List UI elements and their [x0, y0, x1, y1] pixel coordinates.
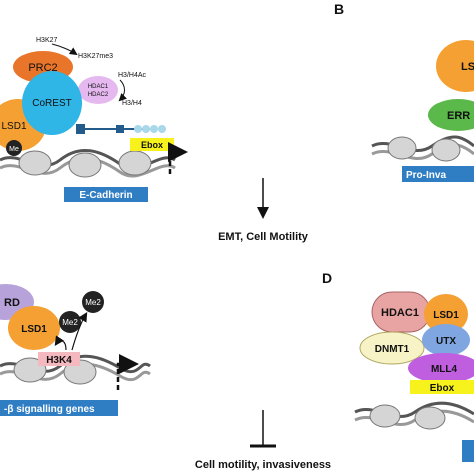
lsd1-label: LSD1 — [1, 121, 26, 132]
me2-mark-bottom — [59, 311, 81, 333]
zinc-finger — [150, 125, 158, 133]
ebox-label: Ebox — [141, 140, 163, 150]
hdac-complex — [78, 76, 118, 104]
mll4-label: MLL4 — [431, 364, 458, 375]
rd-label: RD — [4, 297, 20, 309]
panel-d-letter: D — [322, 270, 332, 286]
snail-box — [116, 125, 124, 133]
lsd1-label: LSD1 — [21, 324, 47, 335]
hdac2-label: HDAC2 — [88, 92, 109, 98]
zinc-finger — [134, 125, 142, 133]
methyl-mark — [6, 140, 22, 156]
lsd1-enzyme — [424, 294, 468, 334]
corest-complex — [22, 71, 82, 135]
err-label: ERR — [447, 110, 470, 122]
utx-label: UTX — [436, 336, 456, 347]
h3k4-box — [38, 352, 80, 366]
zinc-finger — [142, 125, 150, 133]
transcription-start-arrow — [168, 142, 188, 174]
gene-bar-d — [462, 440, 474, 462]
nucleosome — [369, 404, 401, 428]
utx-demethylase — [422, 324, 470, 356]
methylation-arrow — [51, 43, 78, 56]
h3k27me3-label: H3K27me3 — [78, 53, 113, 60]
err-factor — [428, 99, 474, 131]
nucleosome — [68, 152, 102, 178]
h3k4-label: H3K4 — [46, 355, 72, 366]
zinc-finger — [158, 125, 166, 133]
h3k27-label: H3K27 — [36, 37, 58, 44]
transcription-start-arrow — [116, 354, 139, 390]
nucleosome — [387, 136, 417, 160]
deacetylation-arrow — [118, 79, 128, 102]
lsd1-enzyme — [8, 306, 60, 350]
demethylation-arrow — [54, 335, 67, 351]
chromatin-fiber-d — [354, 401, 474, 430]
ebox-label: Ebox — [430, 383, 455, 394]
me2-bottom-label: Me2 — [62, 318, 78, 327]
me2-top-label: Me2 — [85, 298, 101, 307]
snag-domain — [76, 124, 85, 134]
ebox-element — [130, 138, 174, 151]
nucleosome — [118, 150, 152, 176]
me2-mark-top — [82, 291, 104, 313]
pro-invasive-label: Pro-Inva — [406, 170, 446, 181]
mll4-complex — [408, 353, 474, 383]
chromatin-fiber-a — [0, 148, 176, 178]
dnmt1-enzyme — [359, 331, 425, 365]
panel-a: PRC2 H3K27 H3K27me3 HDAC1 HDAC2 H3/H4Ac … — [0, 37, 188, 202]
panel-d: D HDAC1 DNMT1 LSD1 UTX MLL4 Ebox — [322, 270, 474, 462]
lsd1-label: LSD1 — [433, 310, 459, 321]
ebox-element — [410, 380, 474, 394]
lsd1-enzyme — [436, 40, 474, 92]
e-cadherin-label: E-Cadherin — [79, 190, 132, 201]
hdac1-label: HDAC1 — [88, 84, 109, 90]
panel-b: B LS ERR Pro-Inva — [334, 1, 474, 182]
prc2-label: PRC2 — [28, 62, 57, 74]
outcome-bottom-label: Cell motility, invasiveness — [195, 459, 331, 471]
corest-label: CoREST — [32, 98, 71, 109]
me-label: Me — [9, 146, 19, 153]
tgfb-genes-label: -β signalling genes — [4, 404, 95, 415]
h3h4ac-label: H3/H4Ac — [118, 72, 147, 79]
nucleosome — [18, 150, 52, 176]
e-cadherin-gene-bar — [64, 187, 148, 202]
pro-invasive-gene-bar — [402, 166, 474, 182]
chromatin-fiber-b — [371, 135, 474, 162]
h3h4-label: H3/H4 — [122, 100, 142, 107]
panel-b-letter: B — [334, 1, 344, 17]
outcome-top-label: EMT, Cell Motility — [218, 231, 309, 243]
methyl-release-arrow — [71, 311, 88, 351]
dnmt1-label: DNMT1 — [375, 344, 410, 355]
nucleosome — [431, 138, 461, 162]
hdac1-label: HDAC1 — [381, 307, 419, 319]
panel-c: RD LSD1 Me2 Me2 H3K4 -β signalling genes — [0, 284, 151, 416]
nucleosome — [414, 406, 446, 430]
lsd1-partial-label: LS — [461, 61, 474, 73]
chromatin-fiber-c — [0, 354, 151, 385]
tgfb-gene-bar — [0, 400, 118, 416]
